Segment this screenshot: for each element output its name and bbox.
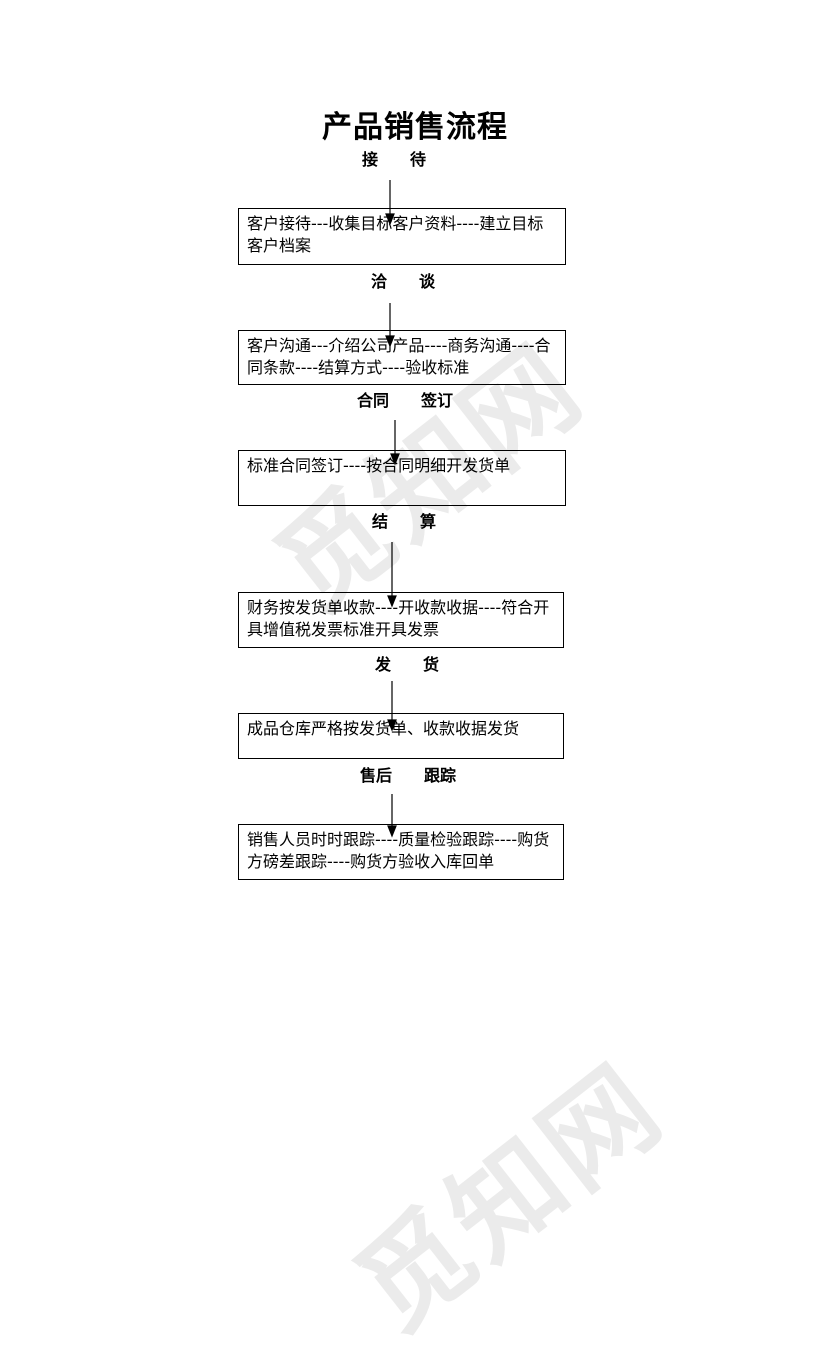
step-box-reception: 客户接待---收集目标客户资料----建立目标客户档案	[238, 208, 566, 265]
step-label-after-sales: 售后 跟踪	[360, 766, 457, 785]
page-title: 产品销售流程	[322, 110, 508, 145]
arrow-head-6	[387, 825, 397, 838]
arrow-head-3	[390, 453, 400, 466]
arrow-head-2	[385, 335, 395, 348]
step-label-shipping: 发 货	[375, 655, 440, 674]
step-box-after-sales: 销售人员时时跟踪----质量检验跟踪----购货方磅差跟踪----购货方验收入库…	[238, 824, 564, 880]
step-box-negotiation: 客户沟通---介绍公司产品----商务沟通----合同条款----结算方式---…	[238, 330, 566, 385]
step-box-settlement: 财务按发货单收款----开收款收据----符合开具增值税发票标准开具发票	[238, 592, 564, 648]
step-box-contract: 标准合同签订----按合同明细开发货单	[238, 450, 566, 506]
step-label-negotiation: 洽 谈	[371, 272, 436, 291]
arrow-head-1	[385, 213, 395, 226]
step-box-shipping: 成品仓库严格按发货单、收款收据发货	[238, 713, 564, 759]
step-label-reception: 接 待	[362, 150, 427, 169]
flow-arrows	[385, 180, 400, 838]
arrow-head-5	[387, 719, 397, 732]
arrow-head-4	[387, 595, 397, 608]
step-label-settlement: 结 算	[372, 512, 437, 531]
step-label-contract: 合同 签订	[357, 391, 454, 410]
